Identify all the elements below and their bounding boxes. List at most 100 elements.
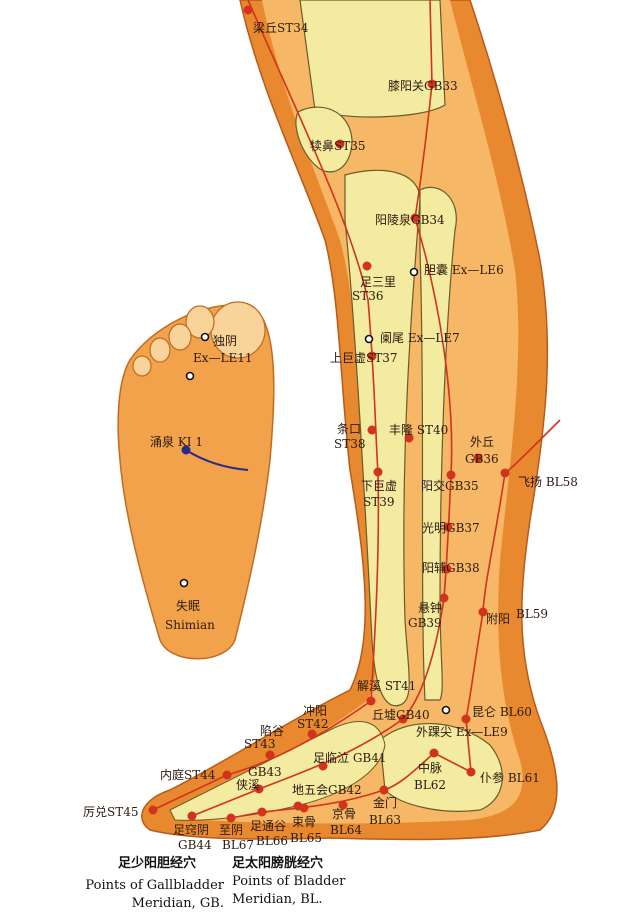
acupoint-label: 外丘 <box>470 435 494 449</box>
acupoint-code: ST42 <box>297 717 329 731</box>
acupoint-dot-icon <box>335 139 345 149</box>
leg-point: 足临泣 GB41 <box>313 750 387 771</box>
acupoint-dot-icon <box>478 607 488 617</box>
leg-point: 昆仑 BL60 <box>461 705 532 724</box>
leg-point: 光明GB37 <box>422 521 480 535</box>
acupoint-code: BL59 <box>516 607 548 621</box>
acupoint-dot-icon <box>307 729 317 739</box>
caption-bl-en-2: Meridian, BL. <box>232 892 323 907</box>
acupoint-dot-icon <box>439 593 449 603</box>
acupoint-label: 膝阳关GB33 <box>388 79 458 93</box>
acupoint-label: 梁丘ST34 <box>253 20 309 35</box>
femur-bone <box>299 0 446 118</box>
leg-point: 阳辅GB38 <box>422 561 480 575</box>
acupoint-label: 昆仑 BL60 <box>472 705 532 719</box>
acupoint-label: 附阳 <box>486 612 510 626</box>
acupoint-label: 丘墟GB40 <box>372 708 430 722</box>
caption-gb-en-1: Points of Gallbladder <box>85 878 224 893</box>
acupoint-dot-icon <box>187 811 197 821</box>
acupoint-label: 地五会GB42 <box>292 783 362 797</box>
acupoint-dot-icon <box>379 785 389 795</box>
acupoint-label: GB43 <box>248 765 282 779</box>
acupoint-code: GB36 <box>465 452 499 466</box>
acupoint-ring-icon <box>441 705 451 715</box>
acupoint-ring-icon <box>200 332 210 342</box>
leg-point: 外丘 GB36 <box>465 435 499 466</box>
acupoint-label: 冲阳 <box>303 703 327 718</box>
acupoint-code: GB44 <box>178 838 212 852</box>
gallbladder-meridian-line <box>191 0 453 817</box>
sole-point: 独阴 <box>200 332 237 348</box>
acupoint-code: 侠溪 <box>236 778 260 792</box>
acupoint-dot-icon <box>226 813 236 823</box>
acupoint-label: 阑尾 Ex—LE7 <box>380 330 460 345</box>
acupoint-label: 胆囊 Ex—LE6 <box>424 262 504 277</box>
acupoint-code: BL63 <box>369 813 401 827</box>
acupoint-label: 丰隆 ST40 <box>389 422 448 437</box>
acupoint-code: BL65 <box>290 831 322 845</box>
leg-point: 丘墟GB40 <box>372 708 430 724</box>
acupoint-label: 外踝尖 Ex—LE9 <box>416 725 508 739</box>
acupoint-dot-icon <box>265 750 275 760</box>
acupoint-dot-icon <box>429 748 439 758</box>
acupoint-label: Ex—LE11 <box>193 351 253 365</box>
acupoint-label: 京骨 <box>332 807 356 821</box>
acupoint-label: 足通谷 <box>250 819 286 833</box>
acupoint-label: 上巨虚ST37 <box>330 351 398 365</box>
acupoint-dot-icon <box>362 261 372 271</box>
leg-point: 下巨虚 ST39 <box>361 467 397 509</box>
acupoint-label: 独阴 <box>213 334 237 348</box>
acupoint-dot-icon <box>367 351 377 361</box>
leg-illustration <box>141 0 558 841</box>
acupoint-dot-icon <box>254 784 264 794</box>
acupoint-code: ST39 <box>363 495 395 509</box>
acupoint-label: 犊鼻ST35 <box>310 138 366 153</box>
acupoint-dot-icon <box>466 767 476 777</box>
caption-bl-cn: 足太阳膀胱经穴 <box>232 855 323 871</box>
leg-point: 犊鼻ST35 <box>310 138 366 153</box>
leg-point: 阑尾 Ex—LE7 <box>364 330 460 345</box>
leg-point: 附阳 BL59 <box>478 607 548 626</box>
leg-point: 胆囊 Ex—LE6 <box>409 262 504 277</box>
fifth-toe <box>132 355 152 377</box>
acupoint-label: 束骨 <box>292 815 316 829</box>
acupoint-code: ST38 <box>334 437 366 451</box>
acupoint-label: 阳交GB35 <box>421 478 479 493</box>
acupoint-dot-icon <box>410 213 420 223</box>
leg-point: 上巨虚ST37 <box>330 351 398 365</box>
acupoint-dot-icon <box>427 79 437 89</box>
leg-point: 内庭ST44 <box>160 767 232 782</box>
acupoint-label: 解溪 ST41 <box>357 679 416 693</box>
acupoint-label: 陷谷 <box>260 723 284 738</box>
acupoint-code: BL66 <box>256 834 288 848</box>
acupoint-label: 悬钟 <box>418 600 442 615</box>
acupoint-ring-icon <box>364 334 374 344</box>
acupoint-label: 下巨虚 <box>361 479 397 493</box>
sole-point: Ex—LE11 <box>185 351 253 381</box>
caption-gb-cn: 足少阳胆经穴 <box>118 855 196 871</box>
acupoint-dot-icon <box>299 803 309 813</box>
acupoint-dot-icon <box>443 522 453 532</box>
leg-point: 梁丘ST34 <box>243 5 309 35</box>
leg-point: 仆参 BL61 <box>466 767 540 785</box>
acupoint-label: 光明GB37 <box>422 521 480 535</box>
acupoint-label: 条口 <box>337 422 361 436</box>
acupoint-label: 失眠 <box>176 598 200 613</box>
third-toe <box>168 323 192 351</box>
leg-point: 丰隆 ST40 <box>389 422 448 443</box>
leg-point: 束骨 BL65 <box>290 803 322 845</box>
